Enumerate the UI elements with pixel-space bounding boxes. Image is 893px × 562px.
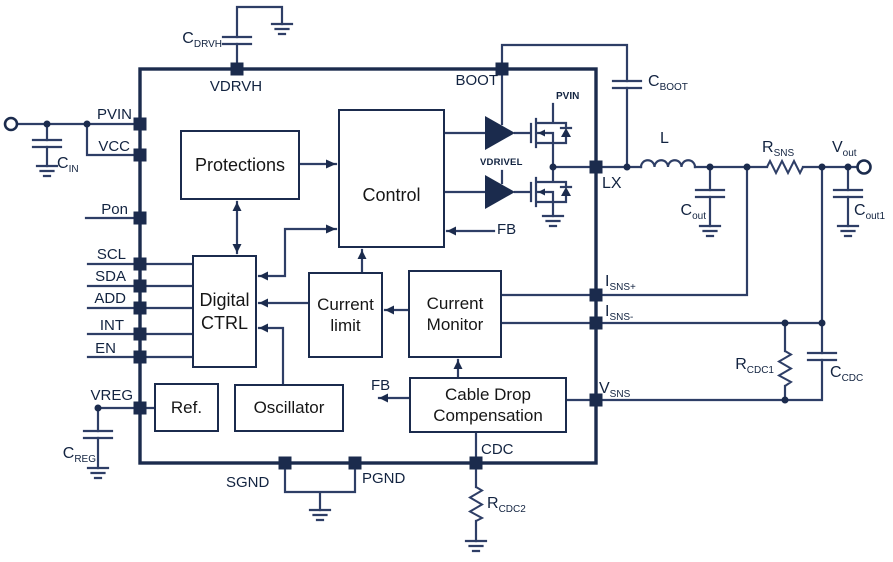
pin-label-en: EN (95, 340, 116, 357)
lowside-body-diode (561, 187, 571, 196)
pin-add (133, 301, 147, 315)
ground-rcdc2 (464, 539, 488, 553)
component-label-ccdc: CCDC (830, 364, 864, 385)
component-label-creg: CREG (62, 445, 96, 466)
pin-scl (133, 257, 147, 271)
component-label-vout: Vout (832, 139, 857, 160)
component-label-l: L (660, 130, 669, 147)
ground-cin (35, 164, 59, 178)
input-terminal (3, 116, 19, 132)
pin-sda (133, 279, 147, 293)
component-label-cout1: Cout1 (854, 202, 886, 223)
pin-label-isns-minus: ISNS- (605, 303, 634, 324)
ground-sgnd-pgnd (308, 508, 332, 522)
vout-terminal (856, 159, 872, 175)
ground-cout (698, 224, 722, 238)
pin-sgnd (278, 456, 292, 470)
net-label-fb-control: FB (497, 221, 517, 238)
pin-int (133, 327, 147, 341)
highside-gate-driver (485, 116, 515, 150)
resistor-rcdc1 (776, 350, 793, 387)
pin-label-add: ADD (94, 290, 126, 307)
component-label-rcdc1: RCDC1 (735, 356, 774, 377)
pin-label-vsns: VSNS (599, 380, 631, 401)
capacitor-creg-plates (82, 429, 114, 440)
pin-pvin (133, 117, 147, 131)
pin-isns-plus (589, 288, 603, 302)
component-label-rsns: RSNS (762, 139, 795, 160)
block-current-monitor: Current Monitor (408, 270, 502, 358)
net-label-vdrivel: VDRIVEL (480, 157, 523, 168)
ground-creg (86, 466, 110, 480)
pin-en (133, 350, 147, 364)
pin-label-pvin: PVIN (96, 106, 132, 123)
highside-body-diode (561, 128, 571, 137)
component-label-cout: Cout (680, 202, 706, 223)
net-label-fb-cdc: FB (371, 377, 391, 394)
capacitor-cboot-plates (611, 79, 643, 90)
pin-isns-minus (589, 316, 603, 330)
pin-pgnd (348, 456, 362, 470)
pin-vcc (133, 148, 147, 162)
inductor-coil (639, 159, 697, 169)
pin-vsns (589, 393, 603, 407)
capacitor-ccdc-plates (806, 351, 838, 362)
block-digital-ctrl: Digital CTRL (192, 255, 257, 368)
capacitor-cdrvh-plates (221, 35, 253, 46)
ground-lowside-fet (541, 214, 565, 228)
block-oscillator: Oscillator (234, 384, 344, 432)
resistor-rsns (766, 158, 804, 176)
pin-label-pon: Pon (101, 201, 128, 218)
pin-label-boot: BOOT (455, 72, 498, 89)
schematic-wires (15, 5, 859, 543)
pin-pon (133, 211, 147, 225)
block-protections: Protections (180, 130, 300, 200)
pin-label-vdrvh: VDRVH (209, 78, 263, 95)
ground-cout1 (836, 224, 860, 238)
pin-label-cdc: CDC (481, 441, 514, 458)
pin-vreg (133, 401, 147, 415)
block-ref: Ref. (154, 383, 219, 432)
net-label-pvin-fet: PVIN (556, 91, 580, 102)
component-label-rcdc2: RCDC2 (487, 495, 526, 516)
pin-vdrvh (230, 62, 244, 76)
block-control: Control (338, 109, 445, 248)
capacitor-cout-plates (694, 188, 726, 199)
component-label-cin: CIN (57, 155, 79, 176)
pin-label-lx: LX (602, 175, 622, 192)
pin-label-vreg: VREG (90, 387, 133, 404)
lowside-gate-driver (485, 175, 515, 209)
ground-cdrvh (270, 22, 294, 36)
component-label-cdrvh: CDRVH (182, 30, 222, 51)
pin-label-sda: SDA (95, 268, 126, 285)
pin-label-scl: SCL (96, 246, 126, 263)
pin-label-int: INT (99, 317, 124, 334)
resistor-rcdc2 (467, 486, 485, 522)
pin-lx (589, 160, 603, 174)
component-label-cboot: CBOOT (648, 73, 688, 94)
capacitor-cout1-plates (832, 188, 864, 199)
pin-label-sgnd: SGND (226, 474, 270, 491)
junction-dots (43, 120, 852, 412)
block-cable-drop-compensation: Cable Drop Compensation (409, 377, 567, 433)
pin-label-pgnd: PGND (362, 470, 406, 487)
pin-label-isns-plus: ISNS+ (605, 273, 636, 294)
block-current-limit: Current limit (308, 272, 383, 358)
capacitor-cin-plates (31, 138, 63, 149)
pin-boot (495, 62, 509, 76)
pin-cdc (469, 456, 483, 470)
pin-label-vcc: VCC (98, 138, 130, 155)
